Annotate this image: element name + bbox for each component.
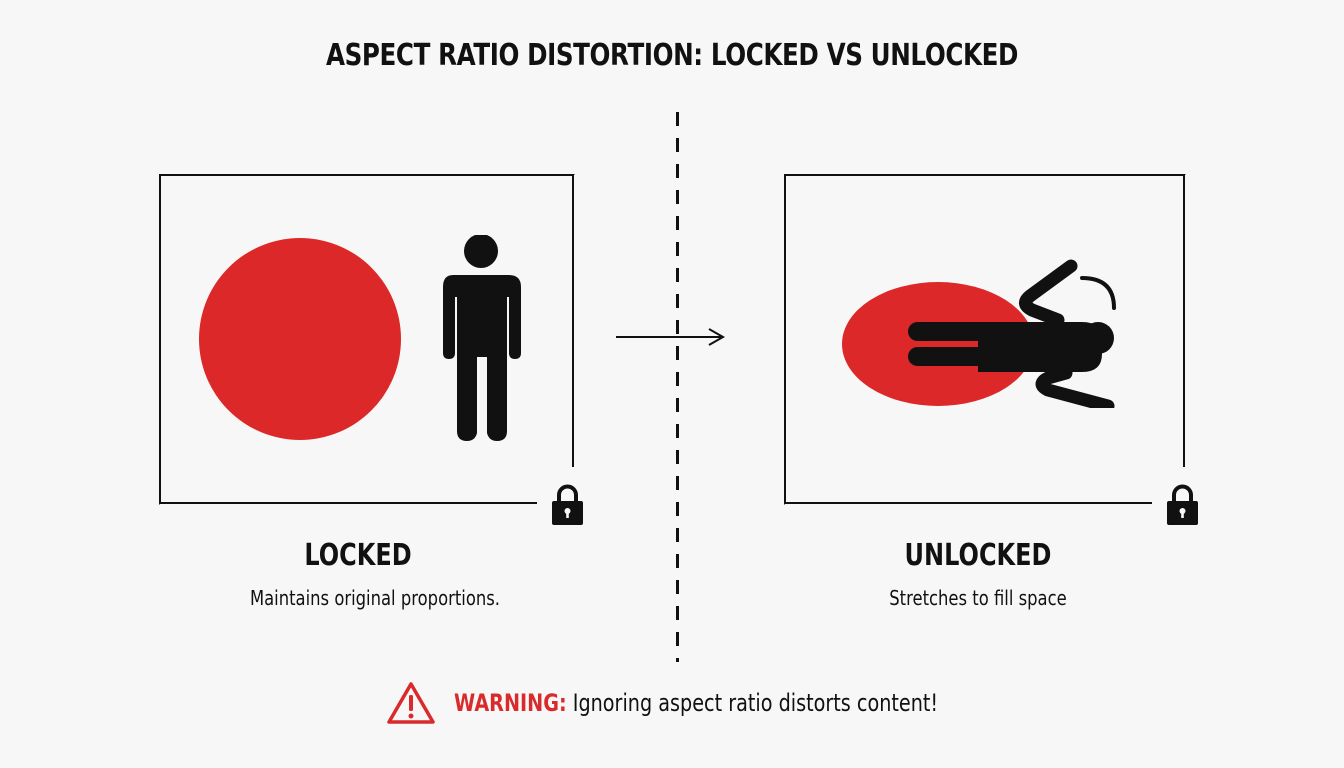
warning-triangle-icon [387, 682, 435, 724]
red-circle [199, 238, 401, 440]
standing-person-icon [443, 235, 521, 441]
unlocked-label: UNLOCKED [904, 538, 1052, 573]
locked-label: LOCKED [304, 538, 412, 573]
dashed-divider [676, 112, 679, 662]
warning-label: WARNING: [454, 689, 567, 717]
locked-caption: Maintains original proportions. [249, 586, 501, 610]
unlocked-frame-bottom-edge [784, 502, 1152, 504]
page-title: ASPECT RATIO DISTORTION: LOCKED VS UNLOC… [325, 38, 1019, 73]
unlocked-frame [784, 174, 1186, 505]
stretched-red-ellipse [842, 282, 1034, 406]
unlocked-caption: Stretches to fill space [889, 586, 1067, 610]
locked-frame-right-edge [572, 174, 574, 467]
unlocked-frame-right-edge [1183, 174, 1185, 467]
warning-text: WARNING: Ignoring aspect ratio distorts … [454, 689, 938, 717]
locked-frame [159, 174, 575, 505]
warning-message: Ignoring aspect ratio distorts content! [566, 689, 939, 717]
distorted-person-icon [908, 259, 1116, 408]
lock-icon [552, 484, 583, 525]
locked-frame-bottom-edge [159, 502, 537, 504]
lock-icon [1167, 484, 1198, 525]
warning-banner: WARNING: Ignoring aspect ratio distorts … [386, 680, 1059, 726]
arrow-right-icon [616, 328, 726, 346]
